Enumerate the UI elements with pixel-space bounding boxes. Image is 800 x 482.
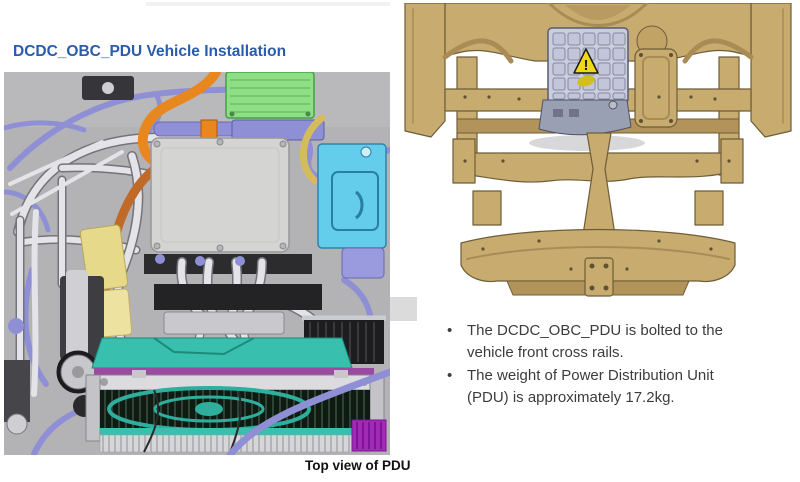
- mount-bracket: [634, 48, 678, 128]
- gray-placeholder-square: [390, 297, 417, 321]
- note-item: The DCDC_OBC_PDU is bolted to the vehicl…: [441, 320, 753, 364]
- yellow-hose: [299, 114, 326, 184]
- cap-bolt: [102, 82, 114, 94]
- intercooler-band: [154, 284, 322, 310]
- page-title: DCDC_OBC_PDU Vehicle Installation: [13, 43, 287, 60]
- note-item: The weight of Power Distribution Unit (P…: [441, 365, 753, 409]
- silver-engine-block: [163, 311, 285, 335]
- light-top-region: [4, 72, 390, 127]
- lower-subframe: [452, 132, 744, 236]
- top-divider-strip: [146, 2, 390, 6]
- magenta-condenser: [351, 419, 387, 452]
- purple-box: [341, 247, 385, 279]
- engine-bay-top-view-image: [4, 72, 390, 455]
- dark-engine-band: [144, 254, 312, 274]
- notes-list: The DCDC_OBC_PDU is bolted to the vehicl…: [441, 320, 753, 410]
- bottom-purple-hose: [226, 368, 390, 455]
- pdu-lower-connectors: [155, 254, 245, 266]
- cyan-battery-box: [317, 143, 387, 249]
- hv-warning-label: !: [573, 48, 599, 87]
- chassis-front-view-image: !: [404, 3, 792, 297]
- radiator-assembly: [85, 337, 385, 453]
- chassis-body: [404, 3, 792, 138]
- bumper-beam: [460, 228, 736, 297]
- ecu-green-box: [225, 72, 315, 119]
- pdu-unit: !: [529, 27, 645, 151]
- bolt-holes: [463, 95, 731, 271]
- pdu-top-cover: [150, 137, 290, 253]
- pdu-base: [538, 99, 632, 136]
- warning-exclamation: !: [584, 57, 589, 74]
- left-figure-caption: Top view of PDU: [305, 458, 411, 473]
